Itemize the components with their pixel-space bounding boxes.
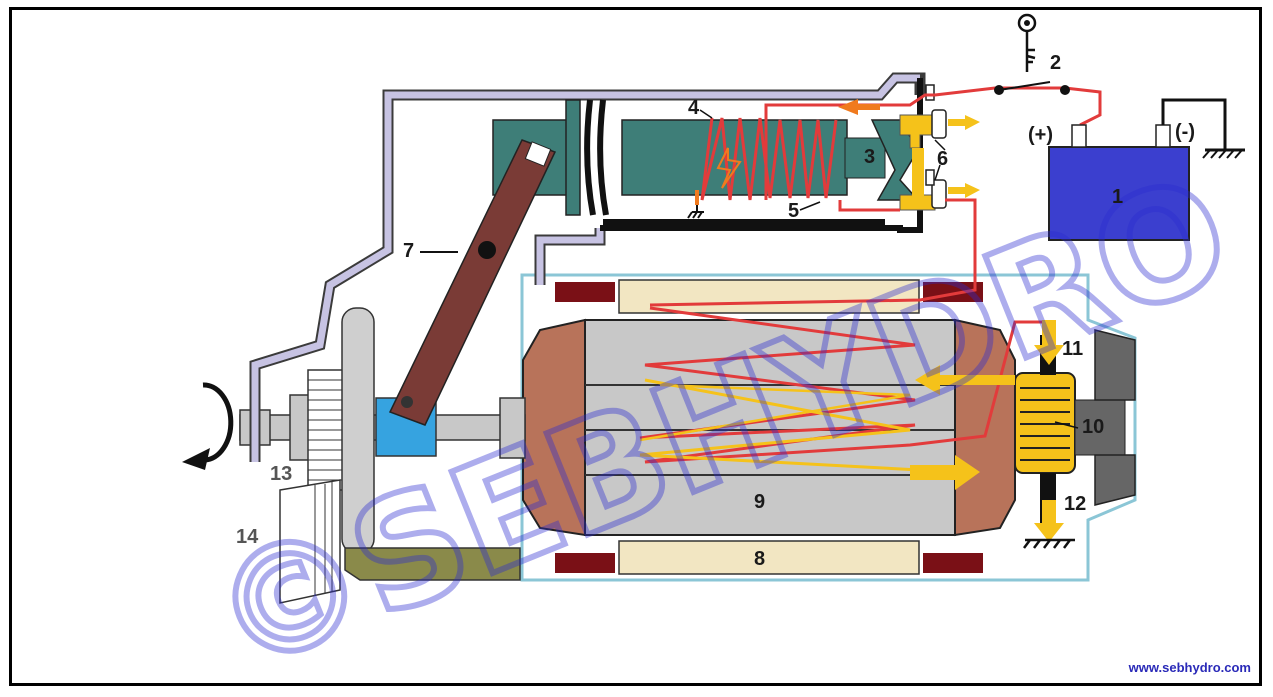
label-6: 6 bbox=[937, 148, 948, 170]
label-10: 10 bbox=[1082, 416, 1104, 438]
pull-in-coil bbox=[700, 117, 838, 201]
battery-terminal-minus bbox=[1155, 124, 1171, 148]
diagram-frame bbox=[9, 7, 1262, 686]
label-14: 14 bbox=[236, 526, 259, 548]
label-2: 2 bbox=[1050, 52, 1061, 74]
end-bearing bbox=[1074, 399, 1126, 456]
label-13: 13 bbox=[270, 463, 292, 485]
label-11: 11 bbox=[1062, 338, 1083, 360]
battery bbox=[1048, 146, 1190, 241]
main-contact-bottom bbox=[899, 194, 936, 211]
end-housing bbox=[1094, 329, 1136, 506]
label-7: 7 bbox=[403, 240, 414, 262]
solenoid-plate bbox=[565, 99, 581, 216]
ignition-key-icon bbox=[1017, 13, 1037, 72]
field-winding bbox=[639, 306, 1050, 464]
pole-shoe-bottom bbox=[618, 540, 920, 575]
spark-icon bbox=[716, 147, 742, 189]
field-pole-bottom-right bbox=[923, 553, 983, 573]
battery-plus-label: (+) bbox=[1028, 124, 1053, 146]
label-8: 8 bbox=[754, 548, 765, 570]
label-1: 1 bbox=[1112, 186, 1123, 208]
field-pole-bottom-left bbox=[555, 553, 615, 573]
drive-housing-bottom bbox=[344, 547, 521, 581]
label-9: 9 bbox=[754, 491, 765, 513]
pole-shoe-top bbox=[618, 279, 920, 314]
site-url: www.sebhydro.com bbox=[1128, 660, 1251, 675]
battery-minus-label: (-) bbox=[1175, 121, 1195, 143]
label-4: 4 bbox=[688, 97, 700, 119]
motor-housing bbox=[520, 273, 1137, 582]
label-3: 3 bbox=[864, 146, 875, 168]
battery-terminal-plus bbox=[1071, 124, 1087, 148]
rotation-arrow-icon bbox=[202, 382, 234, 463]
lever-pivot bbox=[478, 241, 496, 259]
field-pole-top-left bbox=[555, 282, 615, 302]
ring-gear bbox=[279, 479, 341, 604]
label-5: 5 bbox=[788, 200, 799, 222]
label-12: 12 bbox=[1064, 493, 1086, 515]
